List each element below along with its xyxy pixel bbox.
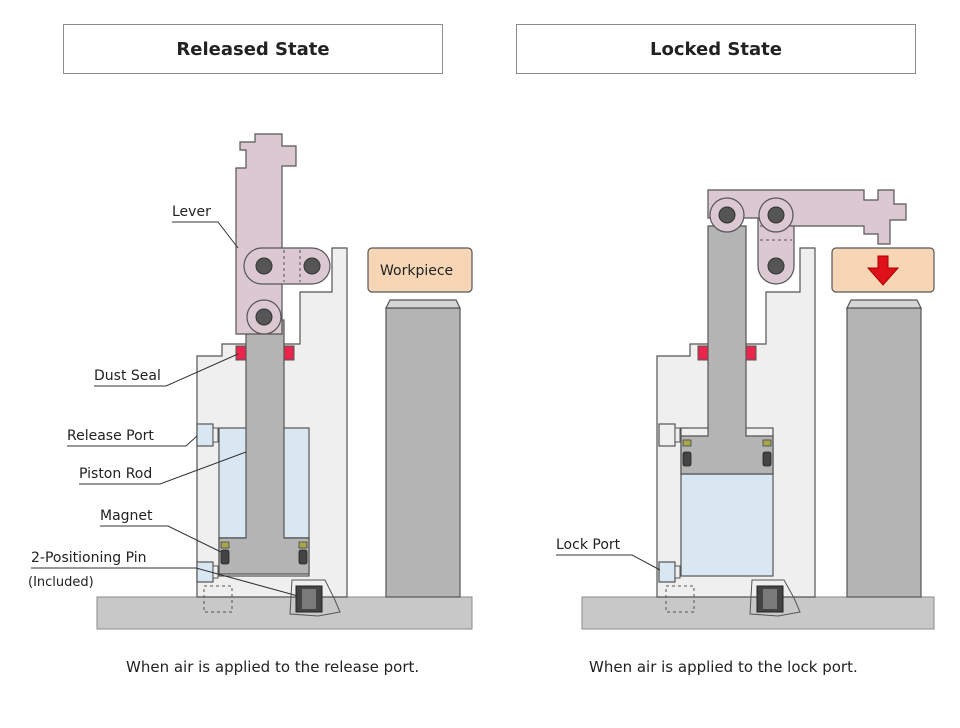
clamping-force-arrow bbox=[866, 255, 900, 286]
base-plate bbox=[96, 596, 473, 630]
caption-released: When air is applied to the release port. bbox=[126, 658, 419, 676]
piston-rod bbox=[218, 319, 310, 575]
workpiece-label: Workpiece bbox=[380, 263, 453, 279]
magnet bbox=[220, 549, 230, 565]
positioning-pin-dashed bbox=[203, 585, 233, 613]
magnet-label: Magnet bbox=[100, 508, 153, 524]
dust-seal-label: Dust Seal bbox=[94, 368, 161, 384]
lock-port[interactable] bbox=[658, 561, 676, 583]
support-column-locked bbox=[846, 307, 922, 598]
released-diagram: Workpiece bbox=[28, 133, 473, 630]
included-label: (Included) bbox=[28, 575, 94, 590]
release-port-label: Release Port bbox=[67, 428, 154, 444]
lever-locked bbox=[707, 189, 907, 245]
support-column bbox=[385, 307, 461, 598]
positioning-pin-label: 2-Positioning Pin bbox=[31, 550, 146, 566]
locked-state-title: Locked State bbox=[516, 24, 916, 74]
dust-seal bbox=[235, 345, 247, 361]
piston-rod-label: Piston Rod bbox=[79, 466, 152, 482]
lock-chamber bbox=[680, 473, 774, 577]
lever-label: Lever bbox=[172, 204, 211, 220]
link-plate bbox=[243, 247, 331, 285]
piston-rod-locked bbox=[680, 225, 774, 475]
released-state-title: Released State bbox=[63, 24, 443, 74]
locked-diagram: Lock Port bbox=[556, 189, 935, 630]
workpiece bbox=[367, 247, 473, 293]
lock-port-label: Lock Port bbox=[556, 537, 621, 553]
caption-locked: When air is applied to the lock port. bbox=[589, 658, 858, 676]
release-port[interactable] bbox=[196, 423, 214, 447]
